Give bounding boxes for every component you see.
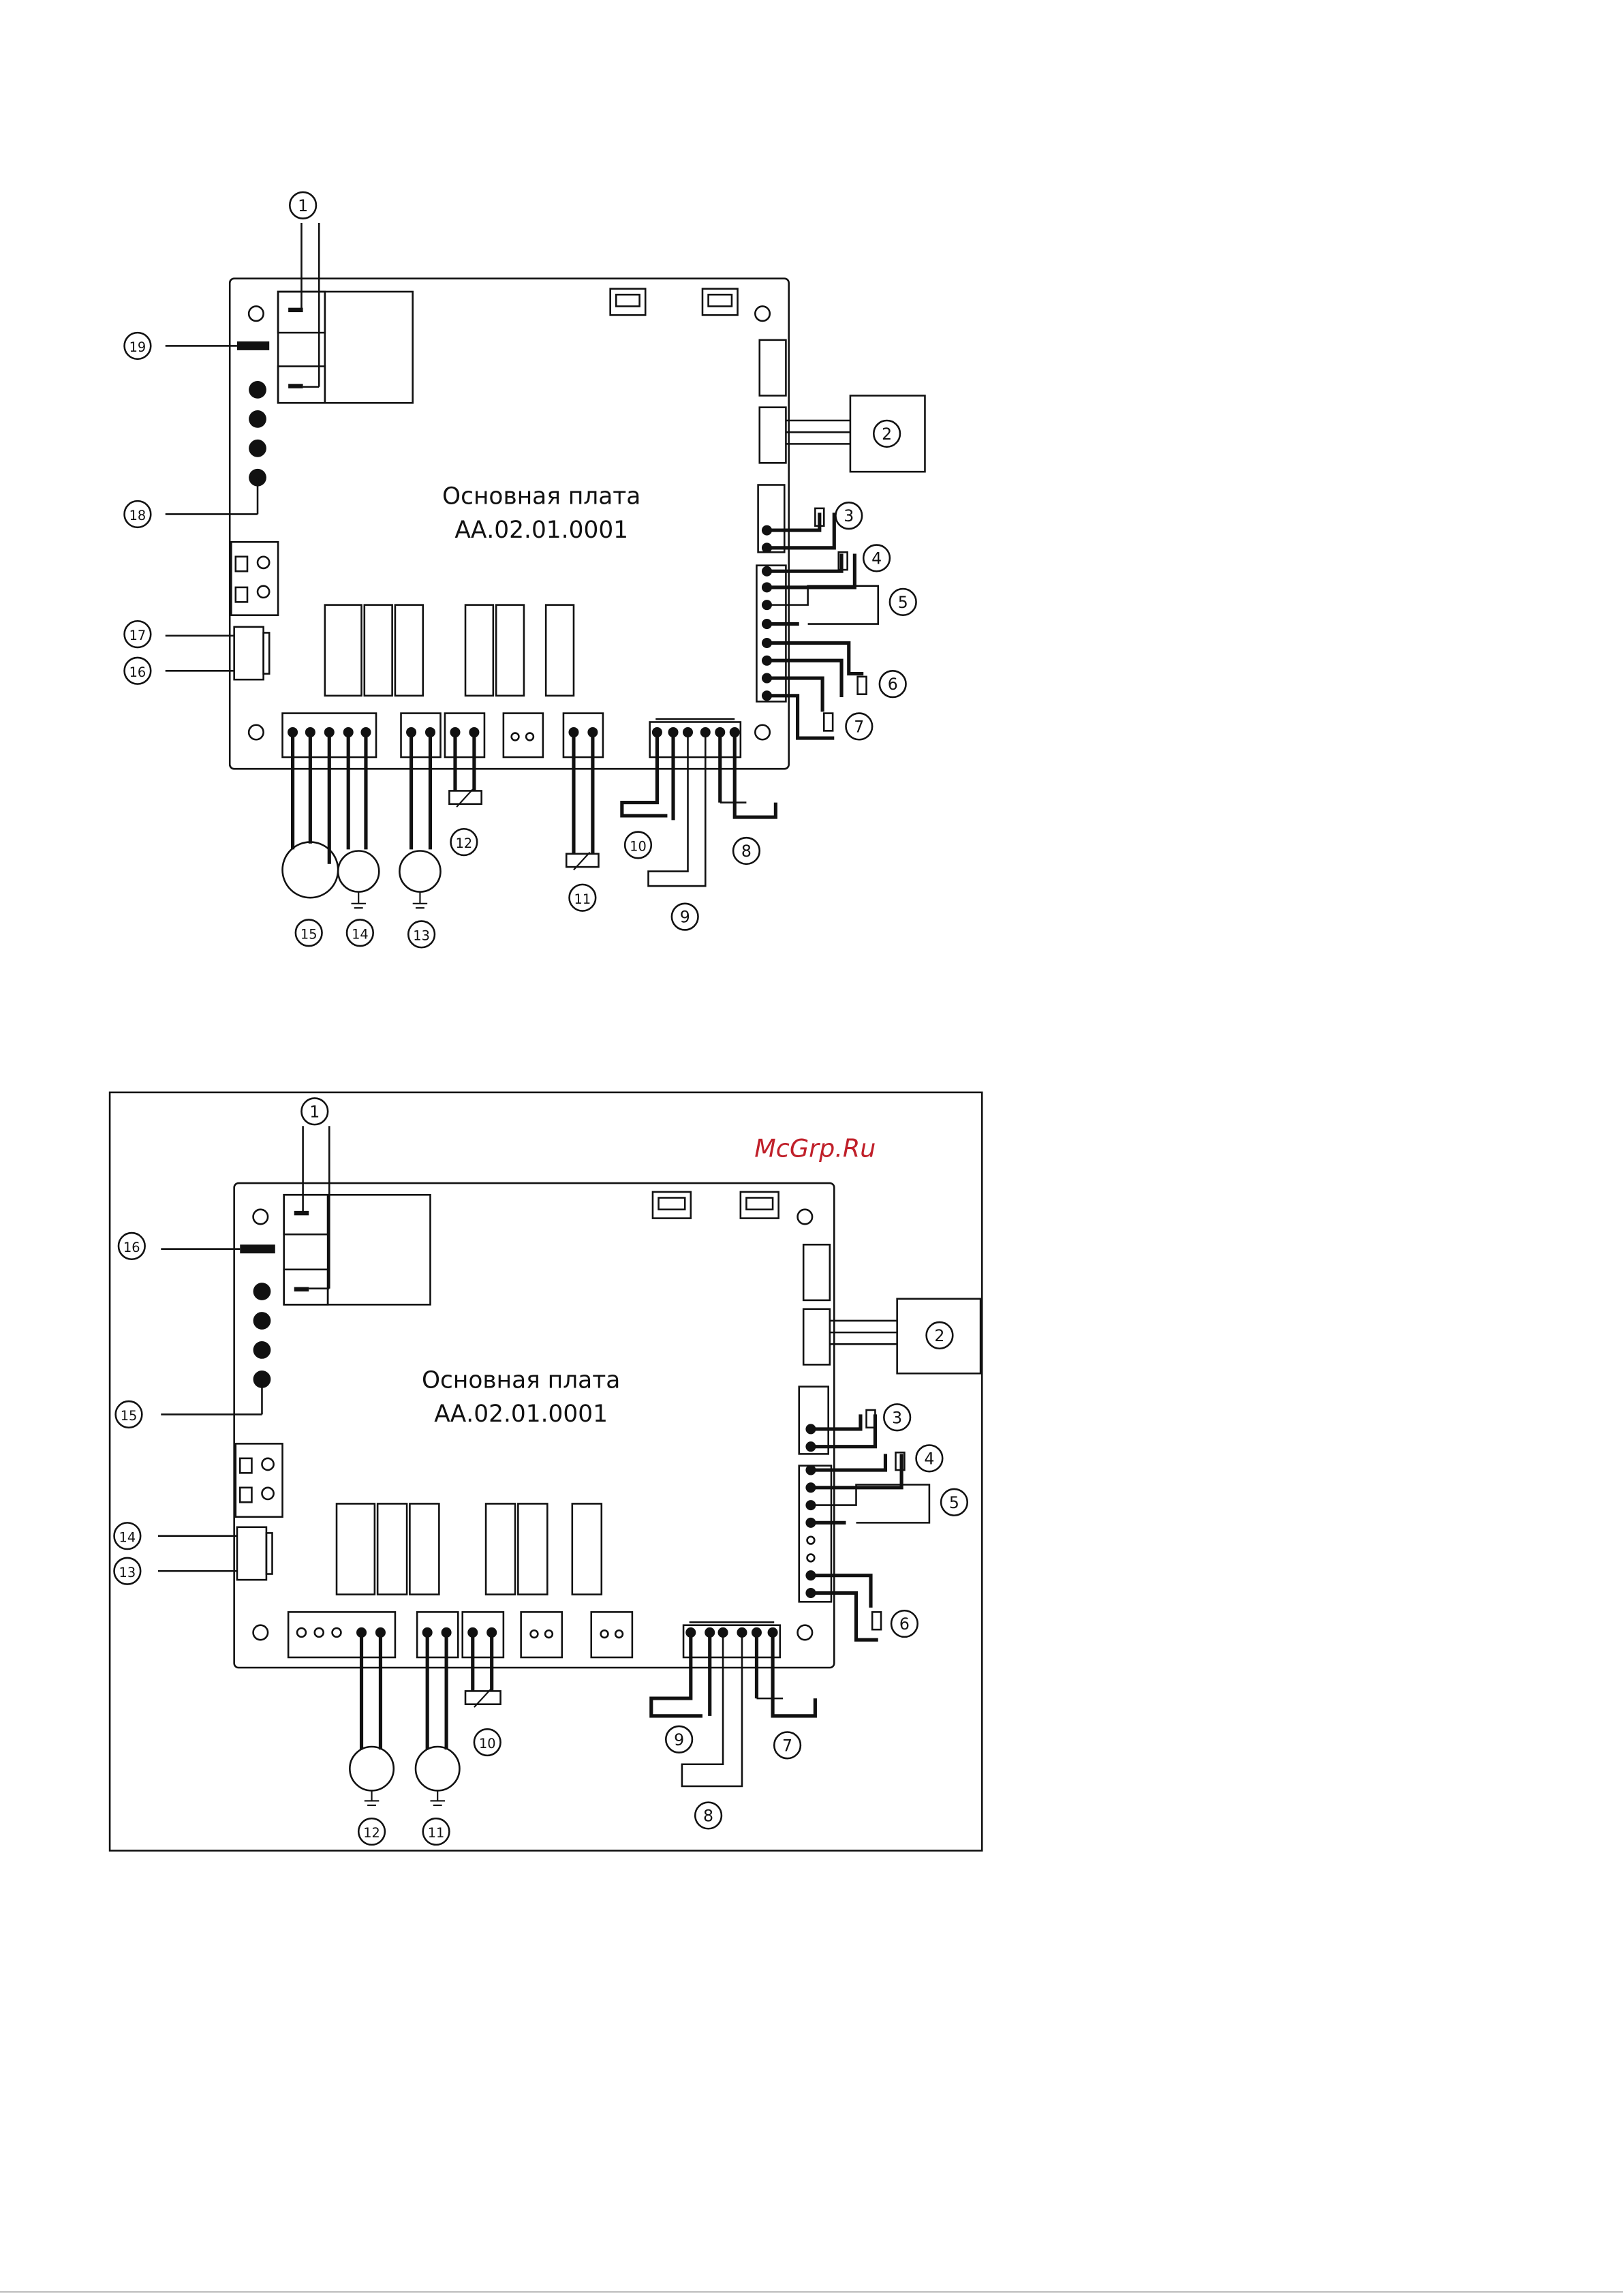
label-5: 5 <box>898 593 908 612</box>
label-6: 6 <box>899 1614 910 1634</box>
label-4: 4 <box>871 549 882 568</box>
label-4: 4 <box>924 1449 934 1468</box>
label-10: 10 <box>479 1736 496 1751</box>
label-15: 15 <box>300 926 318 942</box>
label-5: 5 <box>949 1493 959 1512</box>
label-12: 12 <box>363 1825 380 1841</box>
label-9: 9 <box>674 1730 684 1749</box>
label-14: 14 <box>119 1529 136 1545</box>
label-17: 17 <box>129 628 146 643</box>
label-12: 12 <box>456 836 473 851</box>
diagram-top: Основная плата АА.02.01.0001 1 2 3 4 5 6… <box>125 192 925 947</box>
label-18: 18 <box>129 508 146 523</box>
board-code: АА.02.01.0001 <box>434 1400 608 1428</box>
watermark: McGrp.Ru <box>754 1133 876 1163</box>
board-name: Основная плата <box>422 1367 620 1394</box>
label-13: 13 <box>413 928 430 944</box>
board-code: АА.02.01.0001 <box>454 517 628 544</box>
label-3: 3 <box>892 1408 902 1427</box>
label-8: 8 <box>703 1807 713 1826</box>
label-13: 13 <box>119 1565 136 1580</box>
label-11: 11 <box>428 1825 445 1841</box>
label-7: 7 <box>782 1736 792 1755</box>
label-15: 15 <box>121 1408 138 1424</box>
label-14: 14 <box>352 926 369 942</box>
label-1: 1 <box>309 1102 320 1121</box>
board-name: Основная плата <box>442 483 640 510</box>
label-2: 2 <box>934 1326 944 1345</box>
label-19: 19 <box>129 339 146 355</box>
label-16: 16 <box>123 1240 140 1255</box>
label-9: 9 <box>680 908 690 927</box>
label-3: 3 <box>844 506 854 525</box>
label-6: 6 <box>888 675 898 694</box>
label-7: 7 <box>854 718 864 737</box>
label-1: 1 <box>298 196 308 215</box>
label-2: 2 <box>882 425 892 444</box>
label-10: 10 <box>630 838 647 854</box>
label-16: 16 <box>129 664 146 680</box>
diagram-bottom: McGrp.Ru <box>110 1092 982 1851</box>
label-8: 8 <box>741 842 752 861</box>
label-11: 11 <box>574 891 591 907</box>
page-bottom-rule <box>0 2291 1623 2293</box>
